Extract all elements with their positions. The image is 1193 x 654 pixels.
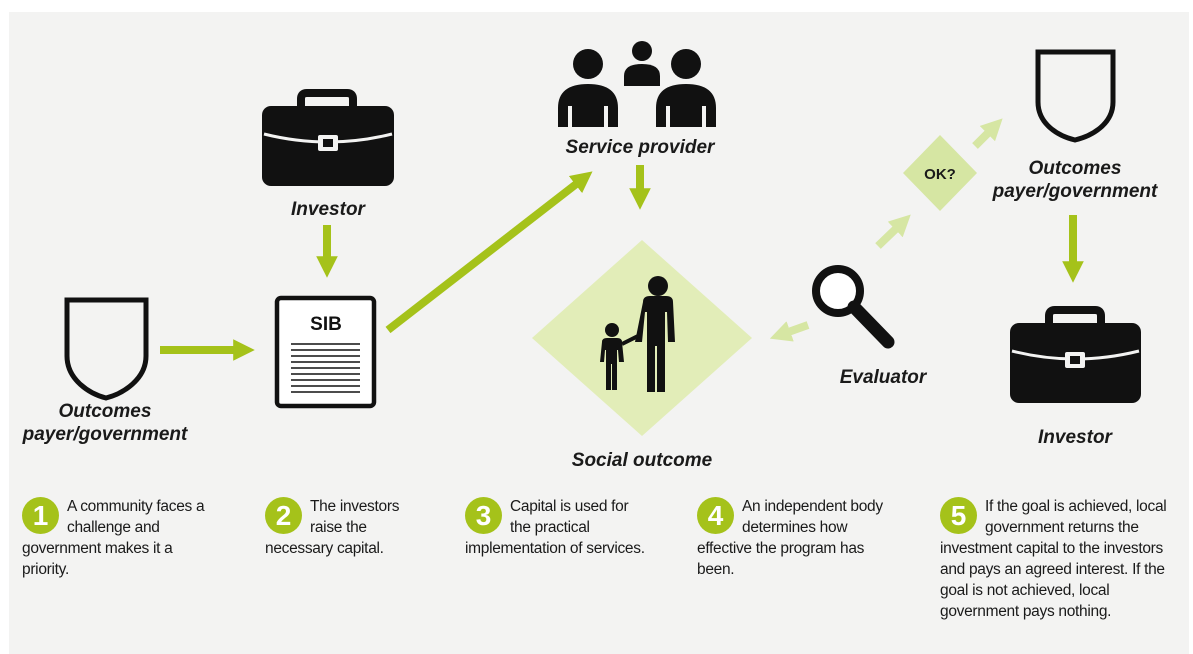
- family-icon: [600, 276, 675, 392]
- step-3: 3 Capital is used for the practical impl…: [465, 496, 645, 559]
- ok-diamond: [903, 135, 977, 211]
- service-provider-label: Service provider: [565, 137, 715, 158]
- step-number-badge: 3: [465, 497, 502, 534]
- arrow-evaluator-to-outcome: [769, 321, 810, 342]
- step-number-badge: 4: [697, 497, 734, 534]
- outcomes-label-line-1: Outcomes: [1028, 158, 1122, 179]
- sib-label: SIB: [310, 314, 342, 335]
- outcomes-label-line-1: Outcomes: [58, 401, 152, 422]
- briefcase-icon: [1010, 306, 1141, 403]
- step-1: 1 A community faces a challenge and gove…: [22, 496, 217, 580]
- social-outcome-label: Social outcome: [571, 450, 713, 471]
- step-number-badge: 5: [940, 497, 977, 534]
- arrow-ok-to-payer: [972, 118, 1003, 149]
- magnifier-icon: [812, 265, 895, 349]
- investor-label-right: Investor: [1038, 427, 1112, 448]
- outcomes-payer-label-left: Outcomes payer/government: [15, 400, 195, 446]
- step-number-badge: 2: [265, 497, 302, 534]
- outcomes-payer-label-right: Outcomes payer/government: [985, 157, 1165, 203]
- shield-icon: [1035, 49, 1116, 143]
- step-2: 2 The investors raise the necessary capi…: [265, 496, 425, 559]
- shield-icon: [64, 297, 149, 401]
- step-text: An independent body determines how effec…: [697, 498, 883, 578]
- arrow-sib-to-service-provider: [385, 171, 593, 334]
- step-text: If the goal is achieved, local governmen…: [940, 498, 1167, 620]
- evaluator-label: Evaluator: [839, 367, 927, 388]
- briefcase-icon: [262, 89, 394, 186]
- sib-document-icon: [274, 295, 377, 409]
- outcomes-label-line-2: payer/government: [992, 181, 1158, 202]
- ok-label: OK?: [924, 166, 956, 183]
- step-text: Capital is used for the practical implem…: [465, 498, 645, 557]
- step-text: The investors raise the necessary capita…: [265, 498, 400, 557]
- outcomes-label-line-2: payer/government: [22, 424, 188, 445]
- step-text: A community faces a challenge and govern…: [22, 498, 205, 578]
- people-icon: [558, 41, 716, 127]
- step-4: 4 An independent body determines how eff…: [697, 496, 902, 580]
- step-5: 5 If the goal is achieved, local governm…: [940, 496, 1184, 622]
- investor-label: Investor: [291, 199, 365, 220]
- step-number-badge: 1: [22, 497, 59, 534]
- arrow-evaluator-to-ok: [875, 214, 911, 249]
